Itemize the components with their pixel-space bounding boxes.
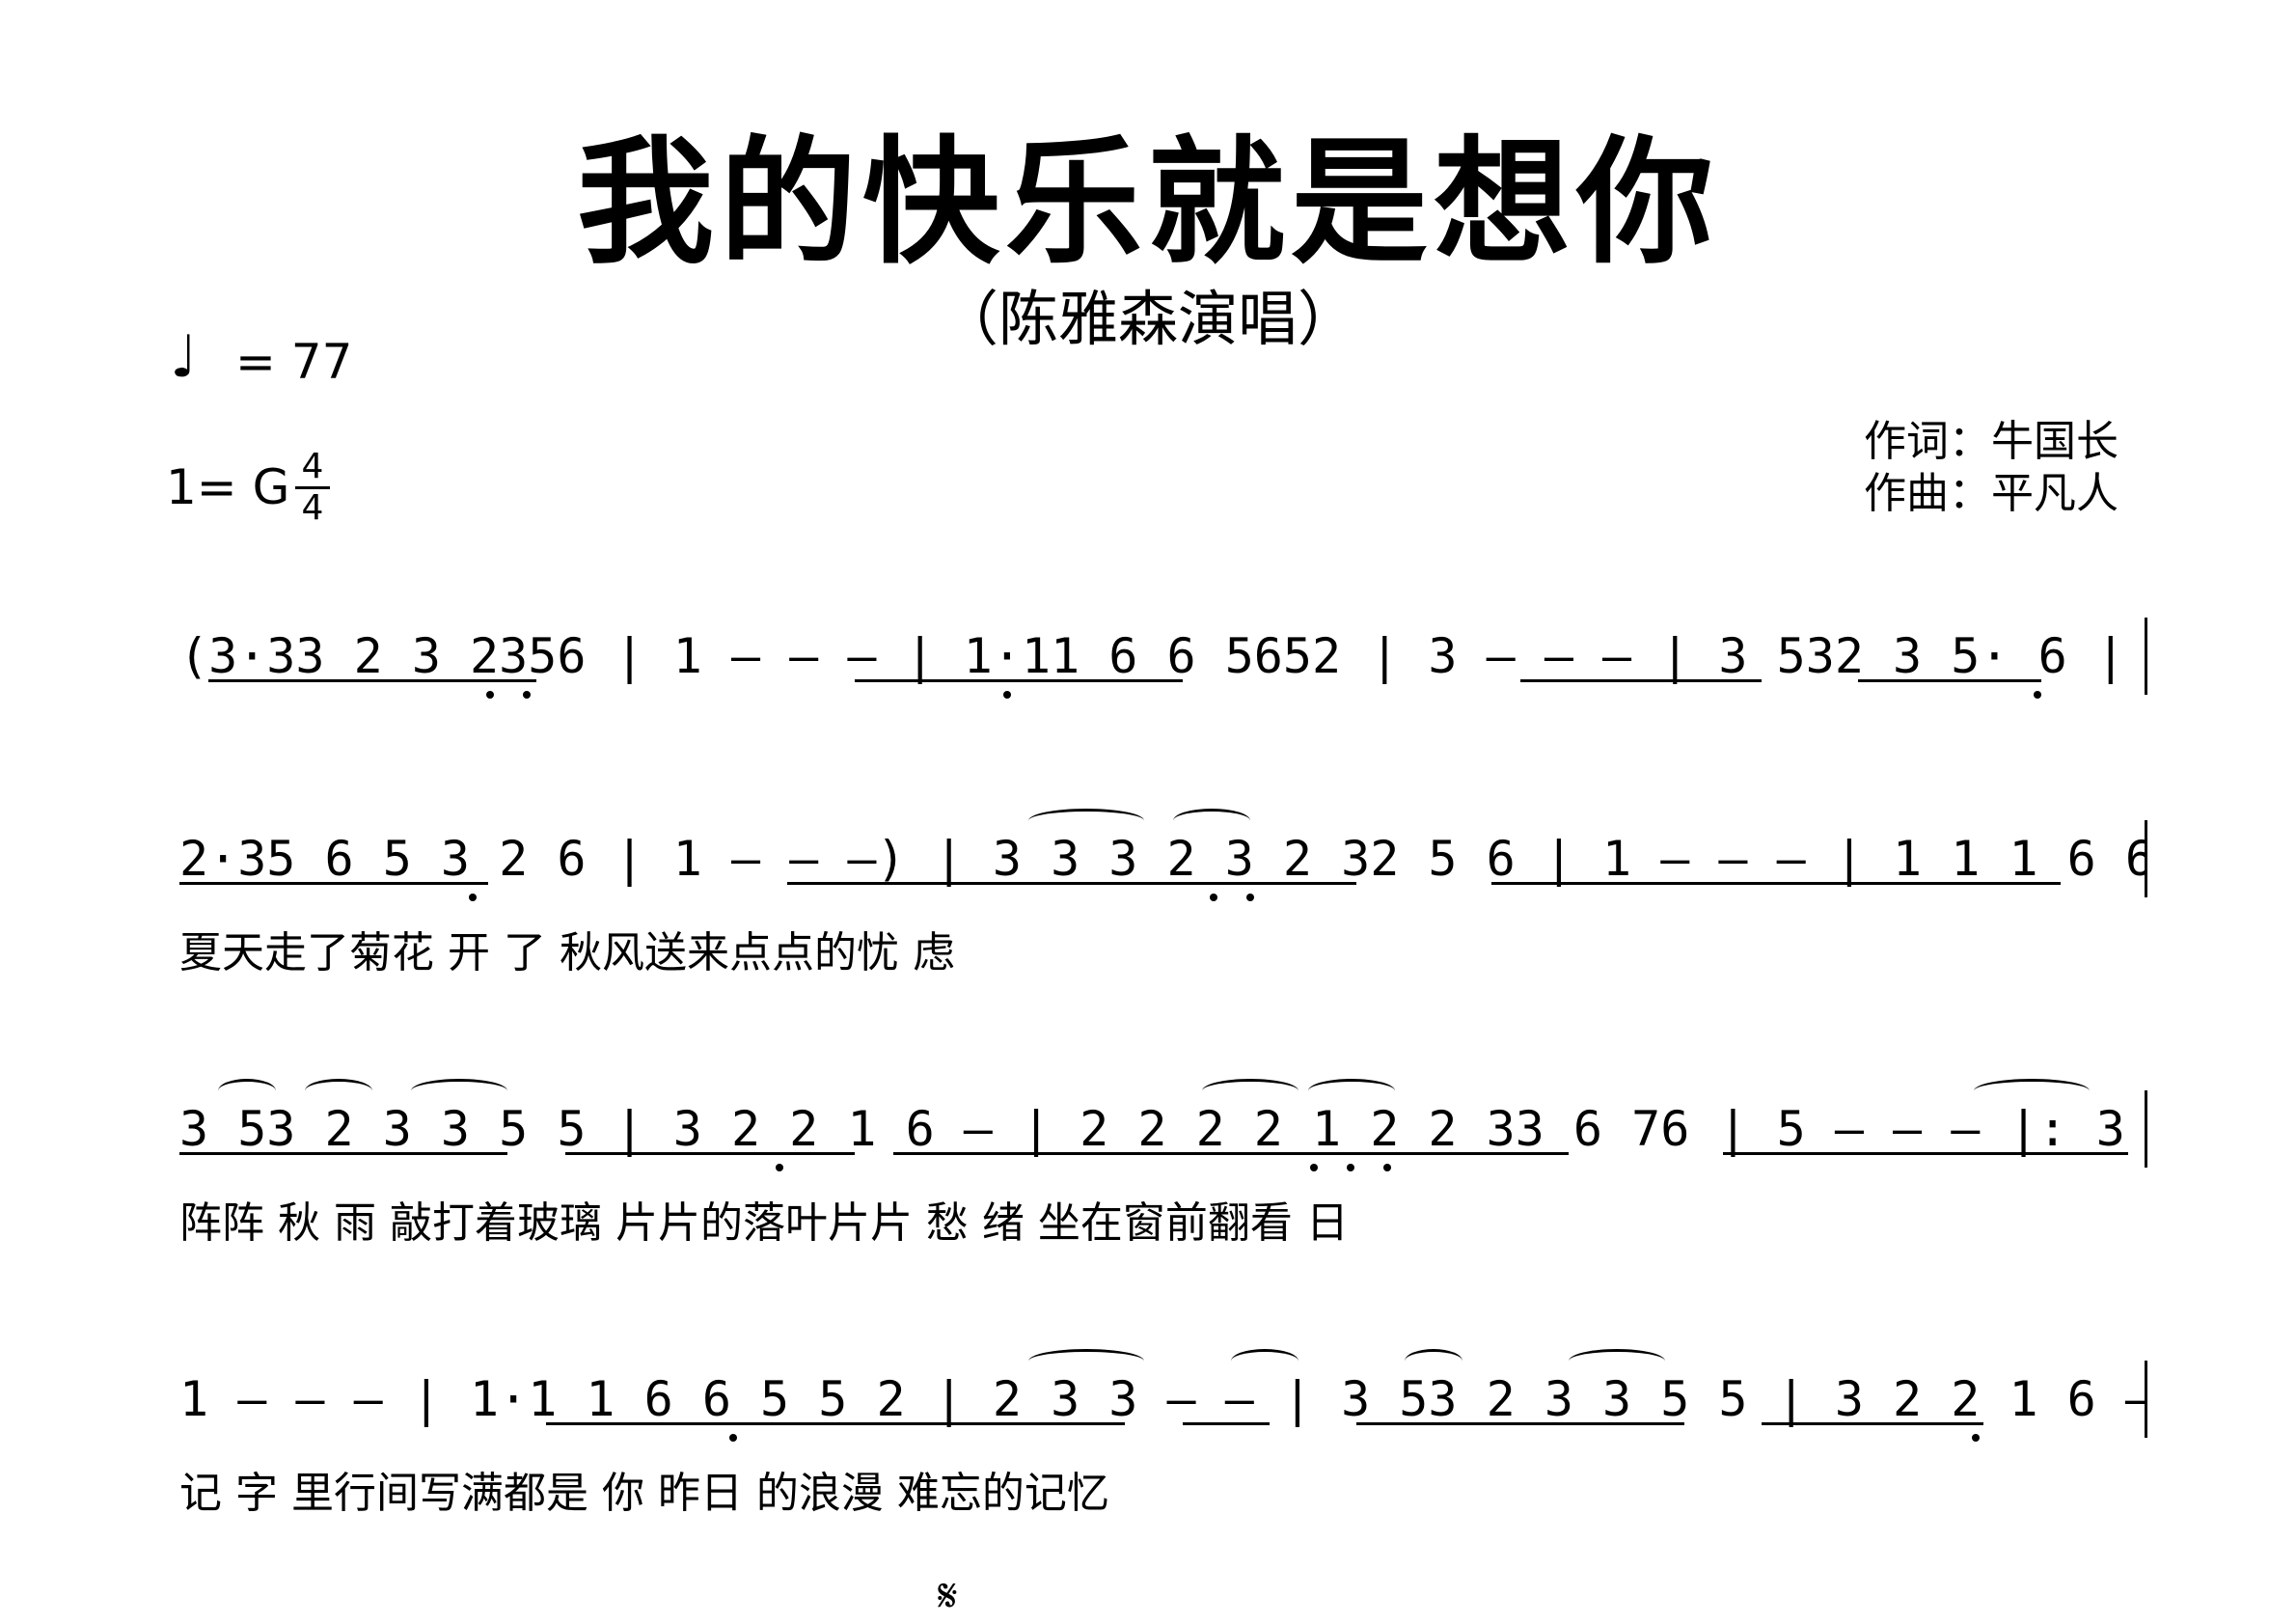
low-octave-dot (1003, 691, 1011, 699)
composer-credit: 作曲：平凡人 (1864, 469, 2118, 518)
low-octave-dot (469, 894, 477, 901)
low-octave-dot (523, 691, 531, 699)
lyrics-line-3: 阵阵 秋 雨 敲打着玻璃 片片的落叶片片 愁 绪 坐在窗前翻看 日 (179, 1198, 1349, 1248)
low-octave-dot (486, 691, 494, 699)
beam (787, 882, 1356, 885)
time-signature-top: 4 (295, 450, 330, 489)
slur (1202, 1079, 1298, 1103)
low-octave-dot (776, 1164, 783, 1171)
tempo-marking: = 77 (235, 334, 353, 390)
slur (1405, 1349, 1462, 1373)
beam (1858, 679, 2041, 682)
beam (1491, 882, 2061, 885)
segno-icon: 𝄋 (938, 1569, 958, 1623)
slur (1308, 1079, 1395, 1103)
song-subtitle: （陈雅森演唱） (938, 284, 1357, 354)
low-octave-dot (1347, 1164, 1354, 1171)
beam (1723, 1152, 2128, 1155)
beam (855, 679, 1183, 682)
slur (1173, 809, 1250, 833)
slur (1231, 1349, 1298, 1373)
score-line-1: (3·33 2 3 2356 | 1 – – – | 1·11 6 6 5652… (179, 618, 2147, 868)
song-title: 我的快乐就是想你 (577, 124, 1719, 283)
beam (179, 1152, 507, 1155)
slur (1974, 1079, 2090, 1103)
low-octave-dot (729, 1434, 737, 1442)
lyricist-credit: 作词：牛国长 (1864, 417, 2118, 466)
slur (411, 1079, 507, 1103)
beam (893, 1152, 1569, 1155)
slur (305, 1079, 372, 1103)
beam (1520, 679, 1762, 682)
end-barline (2145, 820, 2147, 897)
lyrics-line-1 (179, 722, 2147, 780)
low-octave-dot (1246, 894, 1254, 901)
score-line-3: 3 53 2 3 3 5 5 | 3 2 2 1 6 – | 2 2 2 2 1… (179, 1079, 2147, 1341)
slur (1028, 1349, 1144, 1373)
lyrics-line-4: 记 字 里行间写满都是 你 昨日 的浪漫 难忘的记忆 (179, 1469, 1109, 1518)
end-barline (2145, 618, 2147, 695)
end-barline (2145, 1090, 2147, 1168)
notes-line-3: 3 53 2 3 3 5 5 | 3 2 2 1 6 – | 2 2 2 2 1… (179, 1101, 2147, 1157)
low-octave-dot (2034, 691, 2041, 699)
low-octave-dot (1383, 1164, 1391, 1171)
beam (1183, 1422, 1270, 1425)
key-signature: 1= G (166, 459, 290, 515)
slur (218, 1079, 276, 1103)
beam (1356, 1422, 1684, 1425)
lyrics-line-2: 夏天走了菊花 开 了 秋风送来点点的忧 虑 (179, 928, 955, 977)
score-line-4: 1 – – – | 1·1 1 6 6 5 5 2 | 2 3 3 – – | … (179, 1349, 2147, 1611)
notes-line-2: 2·35 6 5 3 2 6 | 1 – – –) | 3 3 3 2 3 2 … (179, 831, 2147, 887)
score-line-2: 2·35 6 5 3 2 6 | 1 – – –) | 3 3 3 2 3 2 … (179, 809, 2147, 1071)
low-octave-dot (1972, 1434, 1980, 1442)
beam (546, 1422, 1125, 1425)
low-octave-dot (1210, 894, 1217, 901)
beam (1762, 1422, 1983, 1425)
slur (1028, 809, 1144, 833)
notes-line-4: 1 – – – | 1·1 1 6 6 5 5 2 | 2 3 3 – – | … (179, 1371, 2147, 1427)
slur (1569, 1349, 1665, 1373)
quarter-note-icon: ♩ (170, 323, 198, 391)
beam (565, 1152, 855, 1155)
end-barline (2145, 1361, 2147, 1438)
time-signature-bottom: 4 (301, 488, 324, 528)
beam (208, 679, 536, 682)
low-octave-dot (1310, 1164, 1318, 1171)
beam (179, 882, 488, 885)
notes-line-1: (3·33 2 3 2356 | 1 – – – | 1·11 6 6 5652… (179, 628, 2147, 684)
time-signature: 4 4 (295, 450, 330, 526)
